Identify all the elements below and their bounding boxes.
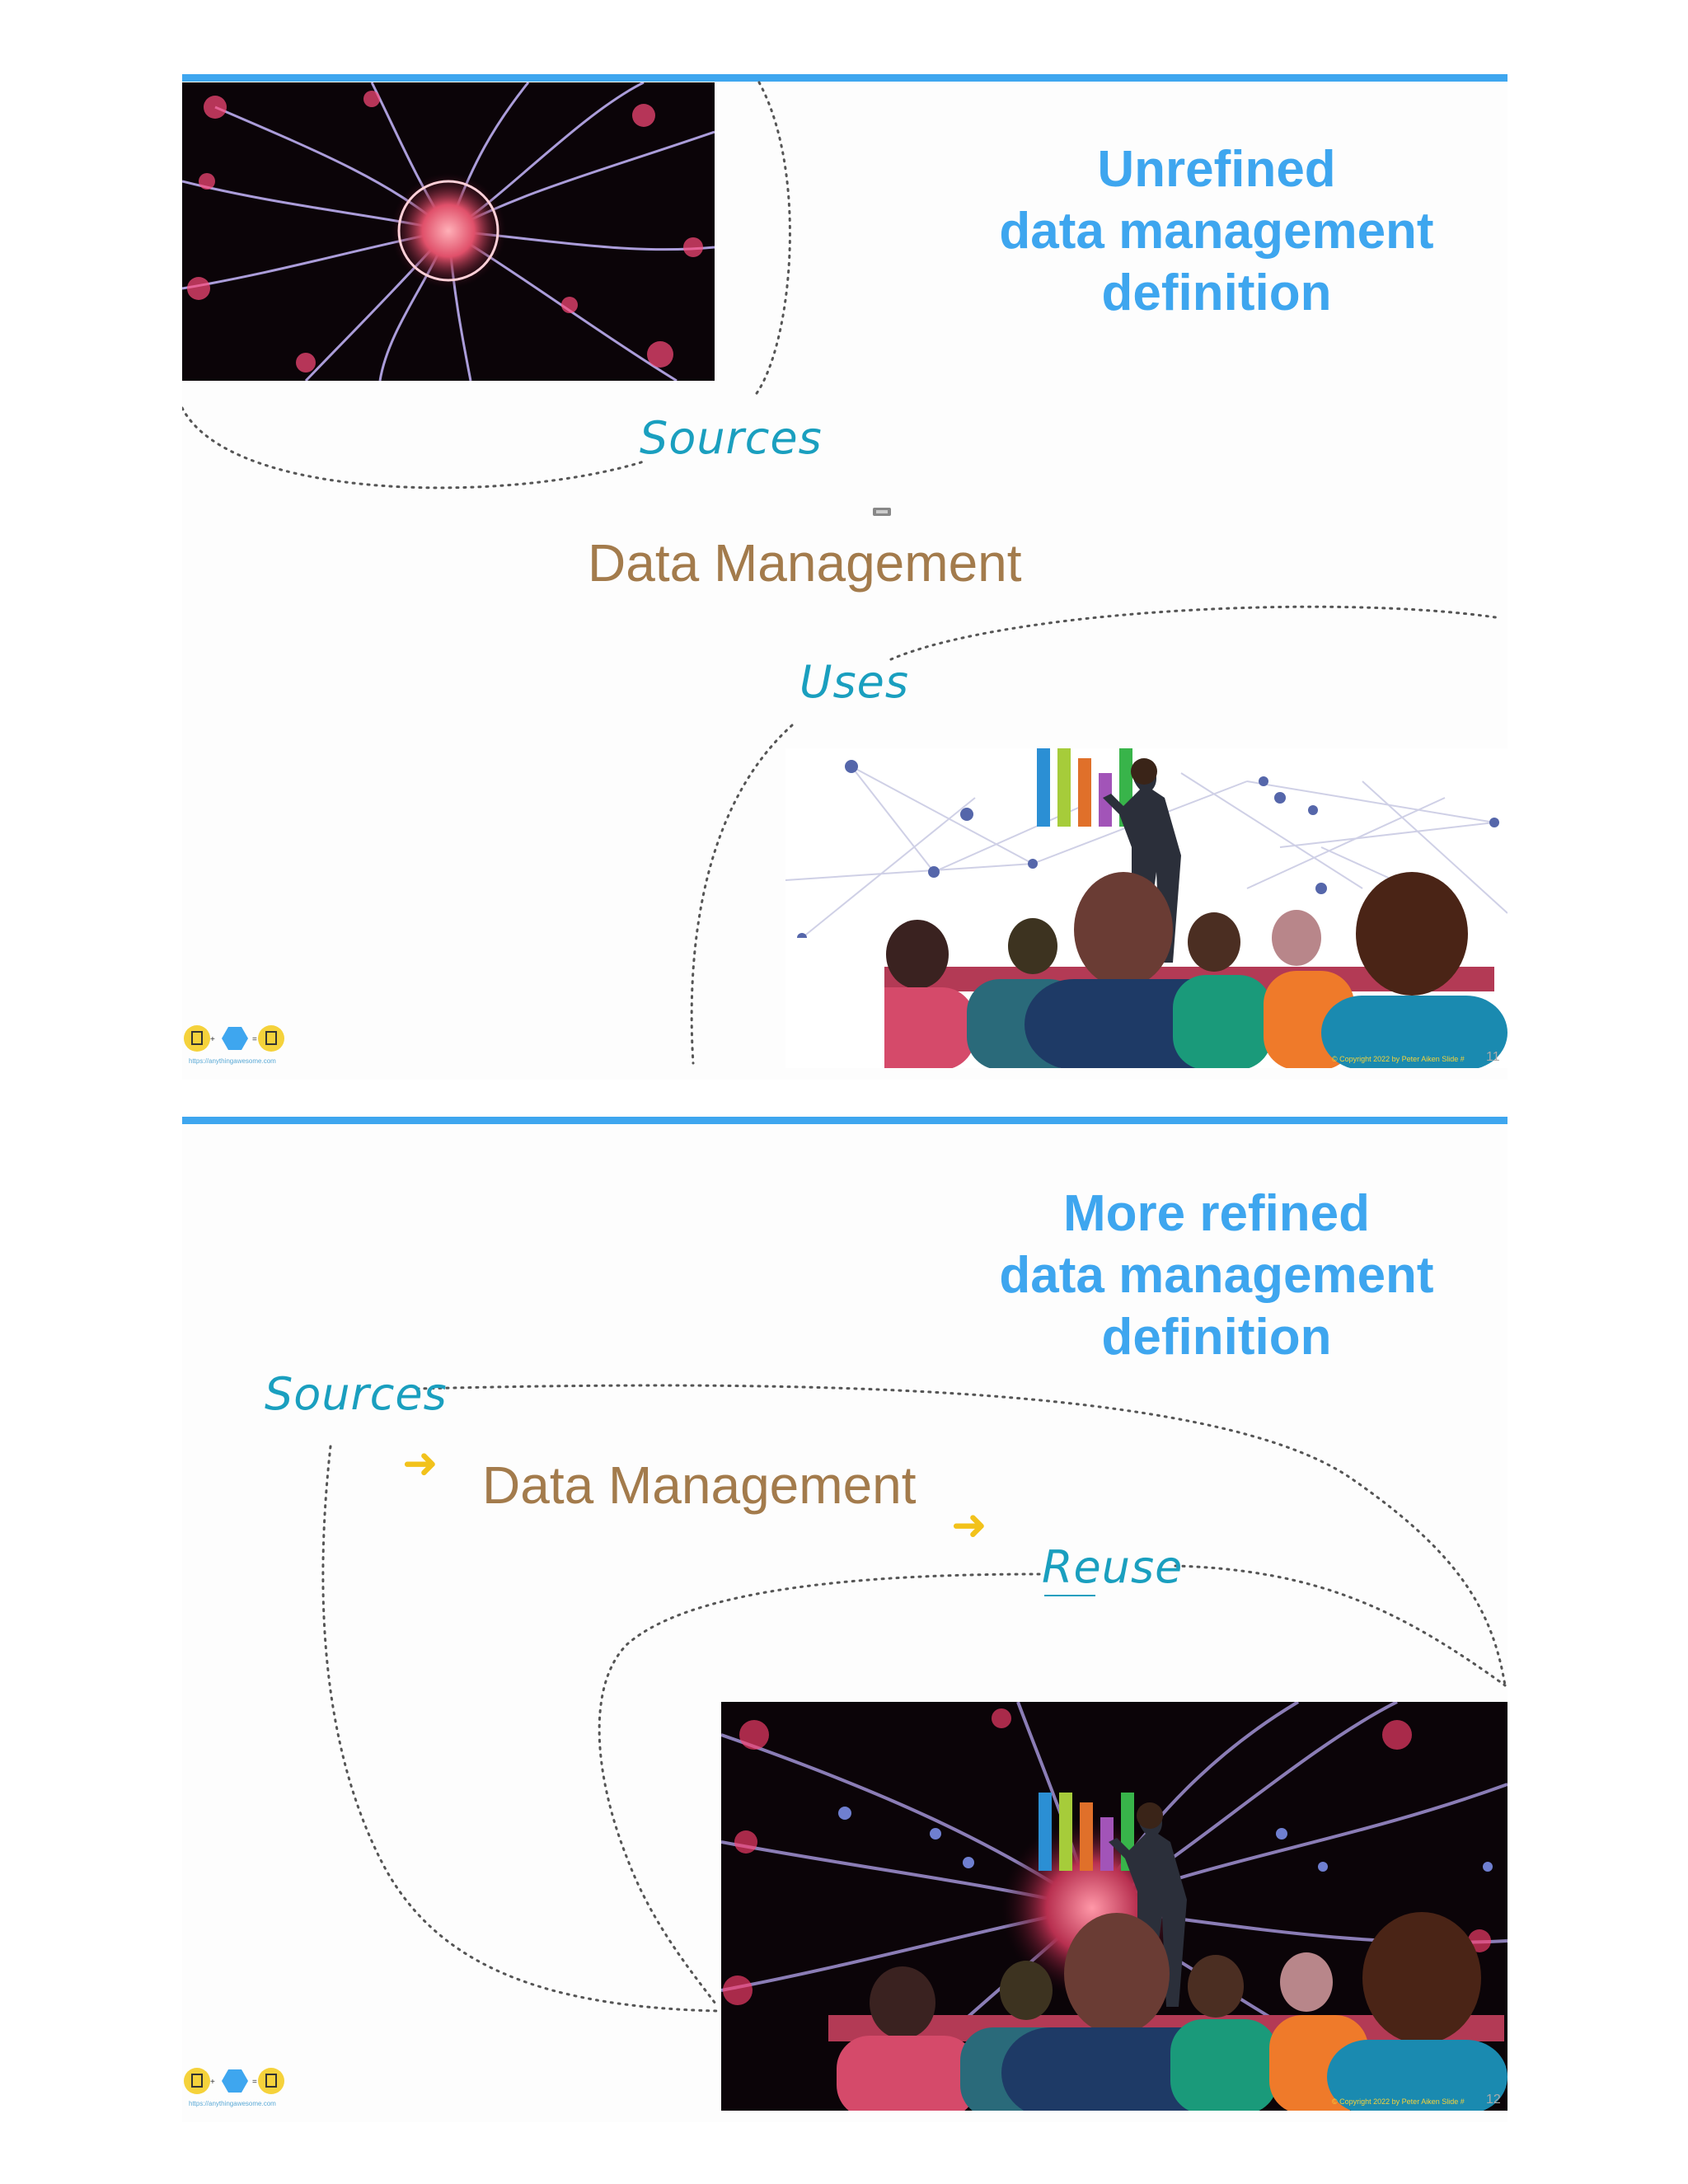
svg-text:=: = — [252, 2078, 257, 2087]
reuse-label: Reuse — [1042, 1541, 1184, 1593]
svg-text:+: + — [210, 1035, 215, 1044]
footer-copyright: © Copyright 2022 by Peter Aiken Slide # — [1332, 2097, 1465, 2106]
data-management-label: Data Management — [482, 1455, 917, 1515]
reuse-underline — [1044, 1595, 1095, 1596]
slide-title: Unrefined data management definition — [940, 138, 1493, 324]
right-arrow-icon: ➜ — [402, 1439, 438, 1488]
plasma-ball-image — [182, 82, 715, 381]
title-line-2: data management — [999, 1247, 1434, 1304]
top-rule — [182, 74, 1507, 82]
title-line-3: definition — [1101, 265, 1332, 321]
data-management-label: Data Management — [588, 533, 1022, 593]
slide-more-refined: More refined data management definition … — [182, 1117, 1507, 2122]
dotted-flow-curves — [321, 1384, 1507, 2013]
presenter-audience-image — [785, 748, 1507, 1068]
title-line-1: Unrefined — [1097, 141, 1336, 198]
anythingawesome-logo: + = — [182, 2066, 289, 2116]
svg-text:+: + — [210, 2078, 215, 2087]
cursor-icon — [871, 504, 894, 523]
footer-url: https://anythingawesome.com — [189, 1057, 276, 1065]
slide-number: 11 — [1486, 1050, 1500, 1064]
footer-copyright: © Copyright 2022 by Peter Aiken Slide # — [1332, 1055, 1465, 1063]
sources-label: Sources — [265, 1368, 448, 1420]
title-line-3: definition — [1101, 1309, 1332, 1366]
slide-number: 12 — [1486, 2093, 1501, 2107]
dotted-flow-curves — [182, 81, 1503, 1065]
uses-label: Uses — [799, 656, 910, 708]
slide-title: More refined data management definition — [940, 1183, 1493, 1368]
sources-label: Sources — [640, 412, 823, 464]
footer-url: https://anythingawesome.com — [189, 2100, 276, 2107]
slide-unrefined: Unrefined data management definition Sou… — [182, 74, 1507, 1080]
title-line-1: More refined — [1062, 1185, 1371, 1242]
anythingawesome-logo: + = — [182, 1024, 289, 1073]
title-line-2: data management — [999, 203, 1434, 260]
right-arrow-icon: ➜ — [951, 1501, 987, 1550]
top-rule — [182, 1117, 1507, 1124]
presenter-over-plasma-image — [721, 1702, 1507, 2111]
svg-text:=: = — [252, 1035, 257, 1044]
